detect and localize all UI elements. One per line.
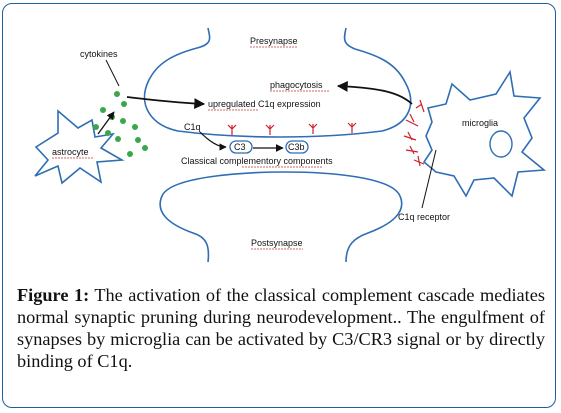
cytokine-dot [132, 124, 138, 130]
microglia-cell [422, 69, 547, 198]
cytokine-dot [105, 130, 111, 136]
c1q-mark [308, 123, 318, 134]
upregulated-label: upregulated C1q expression [208, 99, 321, 109]
cytokine-dot [135, 137, 141, 143]
c1q-marks [227, 122, 357, 135]
postsynapse-label: Postsynapse [251, 238, 303, 248]
classical-label: Classical complementory components [181, 156, 333, 166]
astrocyte-label: astrocyte [52, 147, 89, 157]
c1q-label: C1q [184, 122, 201, 132]
figure-frame [2, 3, 556, 408]
c1q-to-c3-arrow [199, 131, 227, 151]
c3-box [229, 140, 253, 154]
cytokine-dot [120, 118, 126, 124]
c3-label: C3 [234, 142, 246, 152]
microglia-label: microglia [462, 118, 498, 128]
astrocyte-to-cytokines-arrow [97, 111, 115, 135]
microglia-receptor-marks [403, 99, 425, 167]
receptor-mark [413, 155, 425, 167]
c1q-mark [265, 124, 275, 135]
cytokine-dot [127, 151, 133, 157]
cytokine-dot [121, 101, 127, 107]
astrocyte-cell [34, 109, 125, 185]
phagocytosis-label: phagocytosis [270, 80, 323, 90]
presynapse-label: Presynapse [250, 36, 298, 46]
c3b-box [285, 140, 309, 154]
cytokine-dot [93, 124, 99, 130]
cytokine-dot [114, 91, 120, 97]
receptor-mark [405, 113, 419, 127]
microglia-nucleus [489, 130, 513, 158]
cytokines-to-c1q-arrow [126, 96, 206, 109]
caption-text: The activation of the classical compleme… [17, 285, 545, 371]
postsynapse-membrane [159, 171, 403, 263]
cytokine-dot [115, 136, 121, 142]
microglia-to-phagocytosis-arrow [336, 81, 413, 105]
receptor-mark [415, 99, 425, 113]
c1q-mark [227, 124, 237, 135]
cytokine-dot [142, 145, 148, 151]
diagram: Presynapse astrocyte cytokines upregulat… [34, 27, 547, 263]
c1q-receptor-leader [421, 149, 437, 209]
cytokines-leader [105, 59, 120, 87]
c1q-receptor-label: C1q receptor [398, 212, 450, 222]
receptor-mark [405, 145, 419, 155]
receptor-mark [403, 131, 417, 141]
caption-label: Figure 1: [17, 285, 90, 305]
cytokines-label: cytokines [80, 49, 118, 59]
figure-caption: Figure 1: The activation of the classica… [17, 284, 545, 372]
presynapse-membrane [143, 27, 412, 138]
cytokine-dot [100, 107, 106, 113]
c1q-mark [347, 122, 357, 133]
c3b-label: C3b [288, 142, 305, 152]
